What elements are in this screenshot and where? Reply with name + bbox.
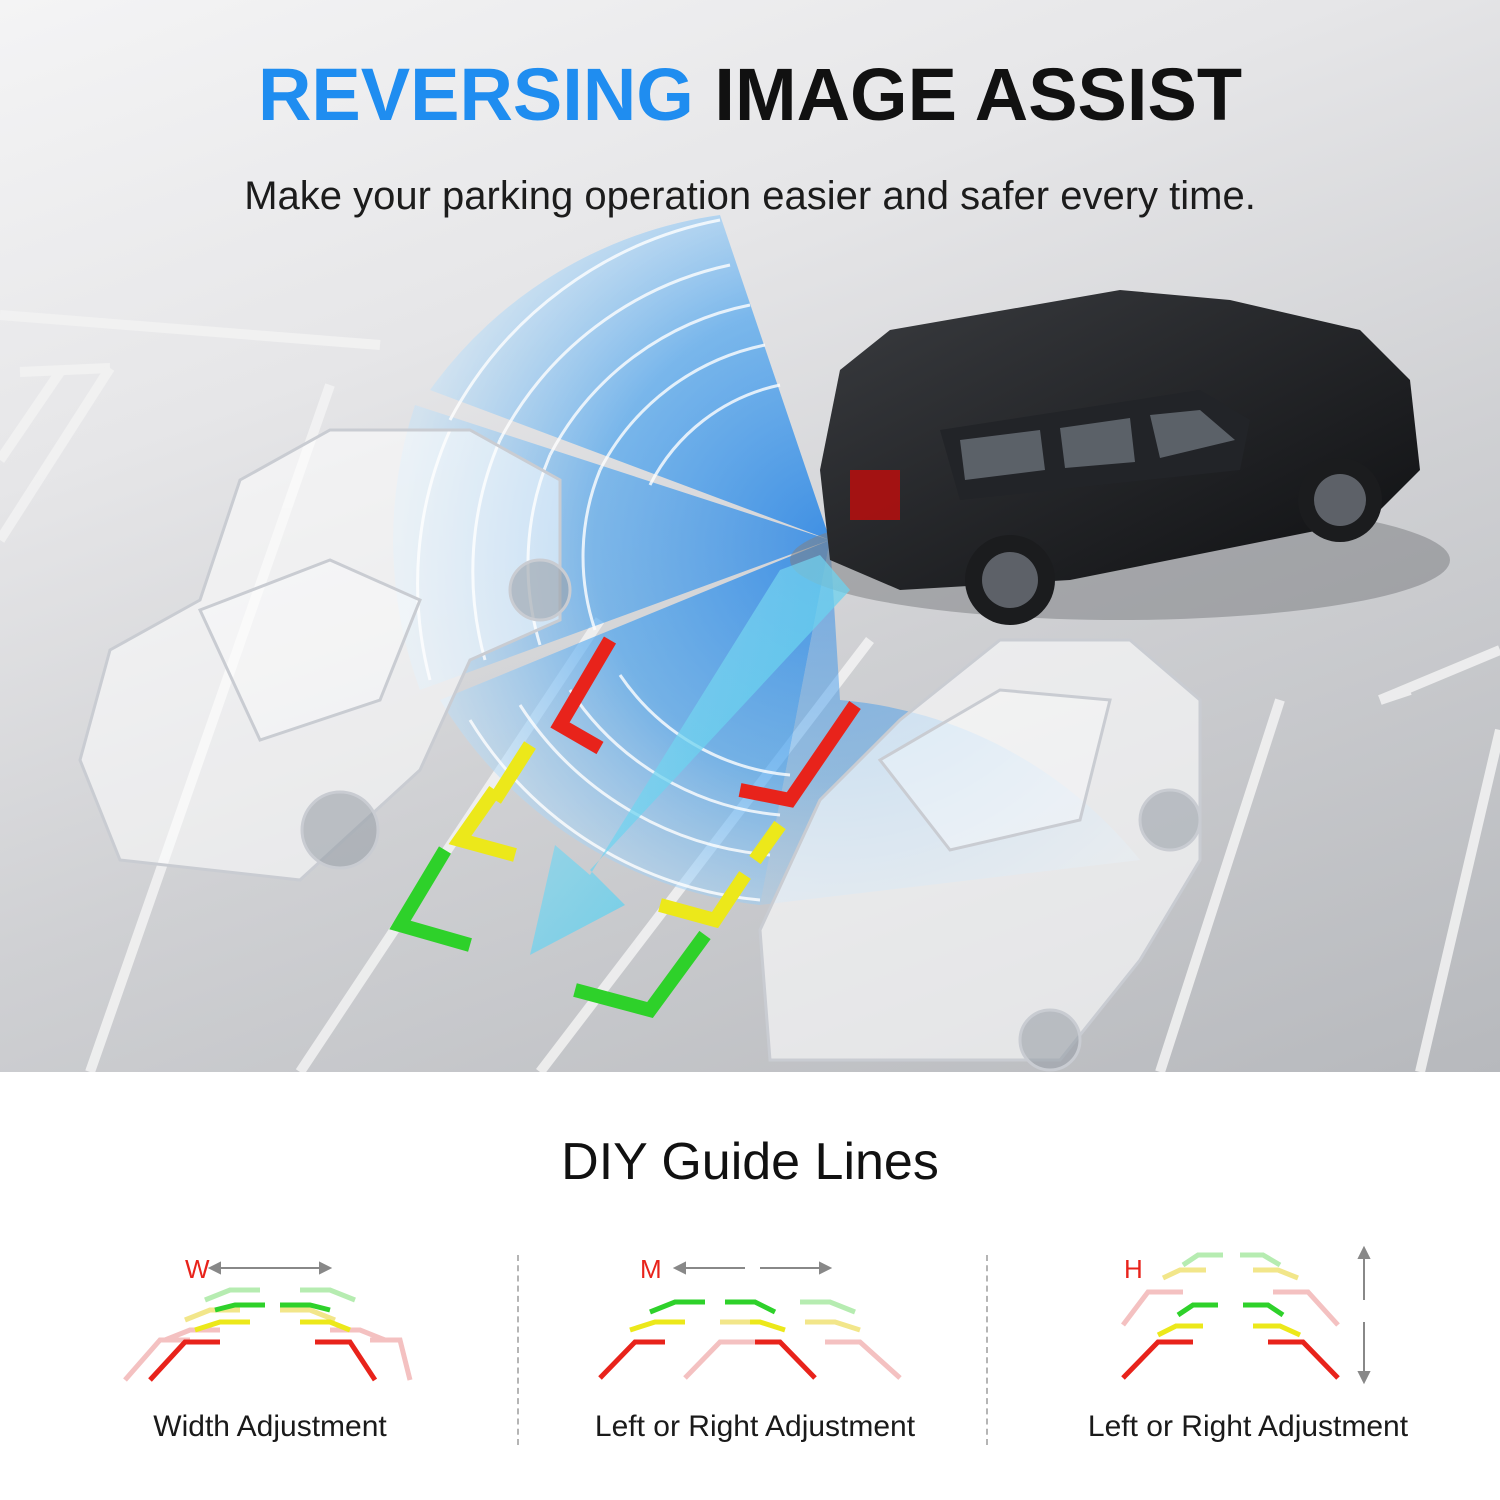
panel-letter: M [640, 1254, 662, 1284]
reverse-arrow-icon [530, 555, 850, 955]
divider [517, 1255, 519, 1445]
section-title: DIY Guide Lines [561, 1133, 939, 1191]
double-arrow-icon [672, 1261, 833, 1275]
page-subtitle: Make your parking operation easier and s… [244, 174, 1256, 218]
panel-letter: H [1124, 1254, 1143, 1284]
left-pickup-truck [78, 428, 572, 882]
right-suv-white [758, 638, 1202, 1072]
width-guide-diagram: W [123, 1254, 413, 1382]
double-arrow-icon [1357, 1245, 1371, 1385]
shift-guide-diagram: M [598, 1254, 902, 1380]
panel-width: W Width Ad [30, 1230, 510, 1480]
panel-height: H Left or Right Adj [1008, 1230, 1488, 1480]
double-arrow-icon [207, 1261, 333, 1275]
black-suv [790, 290, 1450, 625]
title-rest: IMAGE ASSIST [714, 53, 1243, 136]
panel-caption: Left or Right Adjustment [1087, 1410, 1409, 1443]
panel-caption: Width Adjustment [153, 1410, 387, 1443]
panel-shift: M Left or Right Adjustment [515, 1230, 995, 1480]
divider [986, 1255, 988, 1445]
page-title: REVERSING IMAGE ASSIST [0, 58, 1500, 132]
height-guide-diagram: H [1121, 1245, 1371, 1385]
title-highlight: REVERSING [257, 53, 694, 136]
parking-scene: REVERSING IMAGE ASSIST Make your parking… [0, 0, 1500, 1072]
parking-illustration [0, 215, 1500, 1072]
parking-guide-lines [389, 636, 861, 1018]
panel-caption: Left or Right Adjustment [594, 1410, 916, 1443]
panel-letter: W [185, 1254, 210, 1284]
